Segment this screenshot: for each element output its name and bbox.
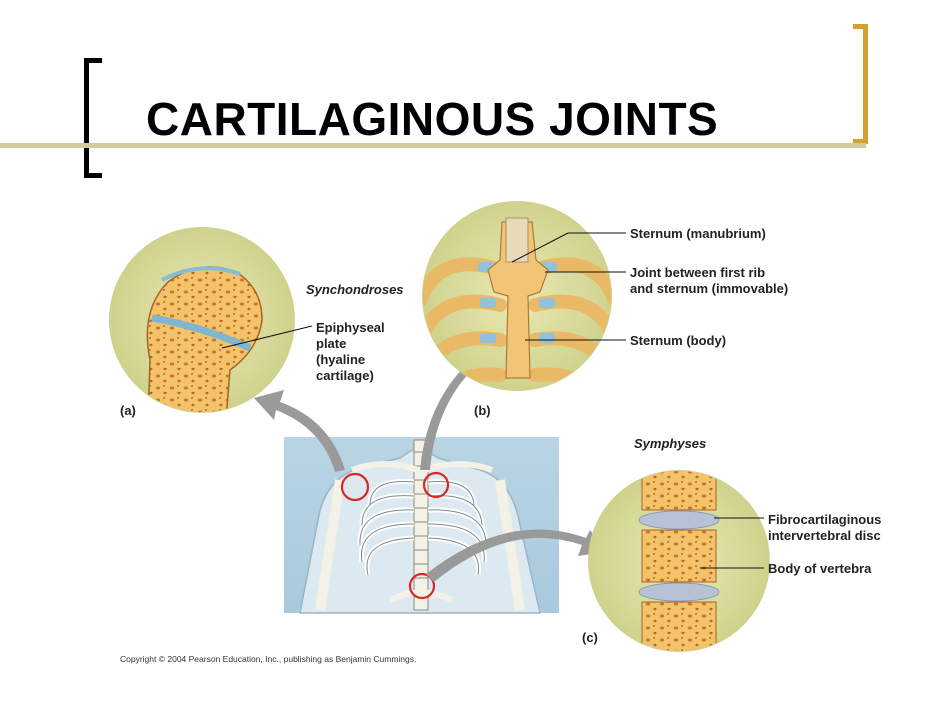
right-bracket-decoration bbox=[853, 24, 868, 144]
panel-a-epiphysis bbox=[109, 227, 295, 413]
first-rib-joint-label-line-2: and sternum (immovable) bbox=[630, 281, 789, 296]
leader-lines bbox=[221, 232, 764, 569]
panel-c-letter: (c) bbox=[582, 630, 598, 645]
marker-circle-a bbox=[340, 472, 370, 502]
marker-circle-c bbox=[408, 572, 436, 600]
epiphyseal-plate-label-line-3: (hyaline bbox=[316, 352, 366, 367]
symphyses-heading: Symphyses bbox=[634, 436, 707, 451]
first-rib-joint-label-line-1: Joint between first rib bbox=[630, 265, 766, 280]
panel-c-vertebrae bbox=[588, 470, 770, 652]
sternum-body-label: Sternum (body) bbox=[630, 333, 727, 348]
synchondroses-heading: Synchondroses bbox=[306, 282, 404, 297]
title-underline-bar bbox=[0, 143, 866, 148]
intervertebral-disc-label-line-1: Fibrocartilaginous bbox=[768, 512, 882, 527]
body-of-vertebra-label: Body of vertebra bbox=[768, 561, 872, 576]
marker-circle-b bbox=[422, 471, 450, 499]
epiphyseal-plate-label-line-2: plate bbox=[316, 336, 347, 351]
copyright-notice: Copyright © 2004 Pearson Education, Inc.… bbox=[120, 654, 417, 664]
panel-a-letter: (a) bbox=[120, 403, 136, 418]
panel-b-sternum bbox=[422, 201, 612, 391]
epiphyseal-plate-label-line-1: Epiphyseal bbox=[316, 320, 385, 335]
left-bracket-decoration bbox=[84, 58, 102, 178]
epiphyseal-plate-label-line-4: cartilage) bbox=[316, 368, 374, 383]
slide-title: CARTILAGINOUS JOINTS bbox=[146, 93, 719, 145]
sternum-manubrium-label: Sternum (manubrium) bbox=[630, 226, 766, 241]
intervertebral-disc-label-line-2: intervertebral disc bbox=[768, 528, 881, 543]
panel-b-letter: (b) bbox=[474, 403, 491, 418]
